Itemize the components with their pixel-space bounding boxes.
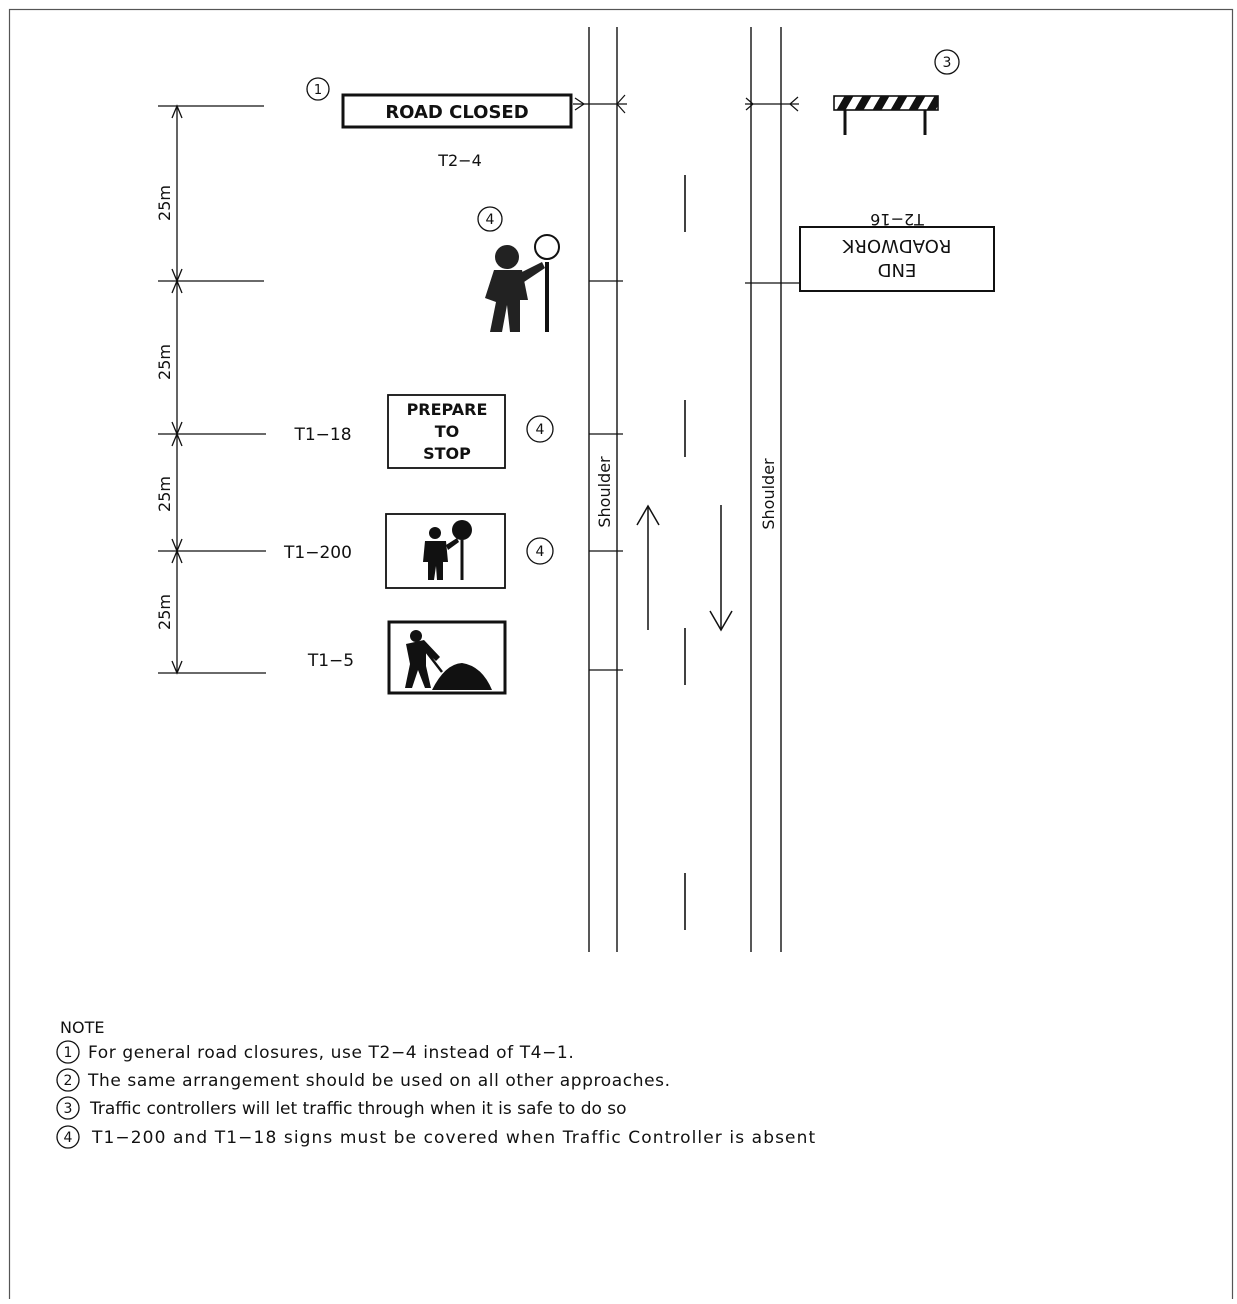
prepare-to-stop-line-2: TO [435, 422, 460, 441]
page-border [8, 8, 1234, 1304]
dimension-chain [158, 104, 266, 675]
end-roadwork-sign: END ROADWORK T2−16 [799, 210, 995, 292]
controller-ahead-sign [385, 513, 506, 589]
road [588, 27, 782, 952]
shoulder-label-left: Shoulder [595, 456, 614, 528]
prepare-to-stop-line-1: PREPARE [407, 400, 488, 419]
traffic-controller-figure [485, 234, 560, 332]
end-roadwork-code: T2−16 [870, 210, 925, 229]
note-text-1: For general road closures, use T2−4 inst… [88, 1043, 574, 1063]
callout-4-controller: 4 [477, 206, 503, 232]
note-text-2: The same arrangement should be used on a… [87, 1071, 671, 1091]
svg-text:4: 4 [486, 212, 495, 228]
end-roadwork-line-2: ROADWORK [841, 235, 951, 256]
road-closed-text: ROAD CLOSED [385, 102, 528, 123]
sign-position-ticks [589, 280, 781, 671]
traffic-direction-arrows [636, 504, 733, 632]
svg-text:2: 2 [64, 1073, 73, 1089]
note-item-3: 3 Traffic controllers will let traffic t… [56, 1096, 627, 1120]
prepare-to-stop-code: T1−18 [293, 425, 351, 445]
svg-text:1: 1 [64, 1045, 73, 1061]
road-closed-sign: ROAD CLOSED [341, 93, 573, 129]
callout-4-prepare: 4 [526, 415, 554, 443]
svg-text:4: 4 [536, 422, 545, 438]
svg-text:4: 4 [536, 544, 545, 560]
svg-text:3: 3 [64, 1101, 73, 1117]
road-closed-offset-dimension [573, 94, 627, 114]
dimension-label-4: 25m [155, 594, 174, 630]
road-closed-code: T2−4 [437, 151, 482, 170]
notes-heading: NOTE [60, 1018, 104, 1037]
note-item-4: 4 T1−200 and T1−18 signs must be covered… [56, 1125, 816, 1149]
callout-3: 3 [934, 49, 960, 75]
svg-text:3: 3 [943, 55, 952, 71]
controller-ahead-code: T1−200 [283, 543, 352, 563]
note-text-4: T1−200 and T1−18 signs must be covered w… [91, 1128, 816, 1148]
dimension-label-2: 25m [155, 344, 174, 380]
prepare-to-stop-line-3: STOP [423, 444, 471, 463]
end-roadwork-line-1: END [878, 259, 917, 280]
note-item-2: 2 The same arrangement should be used on… [56, 1068, 671, 1092]
callout-1: 1 [306, 77, 330, 101]
roadwork-code: T1−5 [307, 651, 354, 671]
dimension-label-1: 25m [155, 185, 174, 221]
prepare-to-stop-sign: PREPARE TO STOP [387, 394, 506, 469]
note-text-3: Traffic controllers will let traffic thr… [89, 1099, 627, 1119]
barrier-board [833, 95, 939, 135]
barrier-offset-dimension [745, 96, 799, 112]
callout-4-controller-ahead: 4 [526, 537, 554, 565]
svg-text:1: 1 [314, 83, 322, 98]
svg-text:4: 4 [64, 1130, 73, 1146]
roadwork-sign [387, 620, 507, 695]
shoulder-label-right: Shoulder [759, 458, 778, 530]
dimension-label-3: 25m [155, 476, 174, 512]
note-item-1: 1 For general road closures, use T2−4 in… [56, 1040, 574, 1064]
